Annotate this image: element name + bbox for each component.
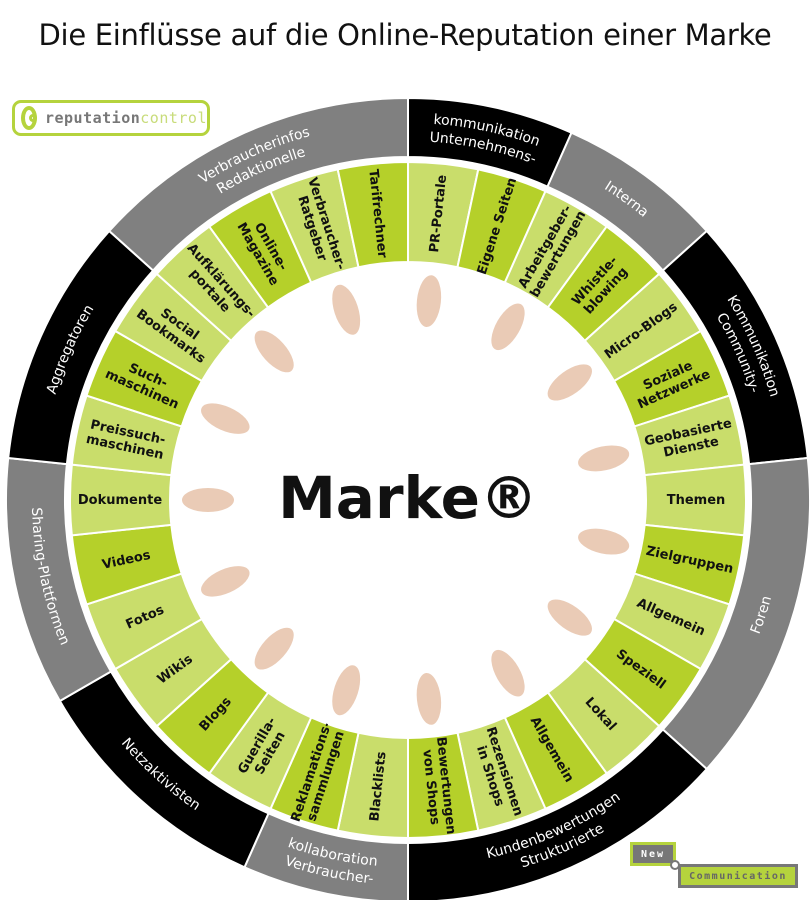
logo-text-communication: Communication: [678, 864, 798, 888]
hands-decoration: [182, 275, 630, 725]
outer-category-ring: Unternehmens-kommunikationInternaCommuni…: [5, 96, 810, 900]
category-band: [407, 728, 709, 900]
segment-label: Themen: [667, 493, 726, 508]
segment-label: Dokumente: [78, 493, 162, 508]
plus-connector-icon: [670, 860, 680, 870]
logo-text-reputation: reputation: [44, 109, 141, 127]
segment-label: Bewertungenvon Shops: [418, 736, 458, 837]
category-band: [107, 96, 409, 272]
brand-center-label: Marke®: [278, 464, 538, 532]
center-disc: [170, 262, 646, 738]
segment-label: Blacklists: [367, 751, 389, 823]
logo-text-new: New: [630, 842, 676, 866]
logo-text-control: control: [140, 109, 207, 127]
page-title: Die Einflüsse auf die Online-Reputation …: [38, 18, 772, 52]
new-communication-logo: New Communication: [630, 842, 800, 892]
spiral-logo-icon: [21, 106, 37, 130]
